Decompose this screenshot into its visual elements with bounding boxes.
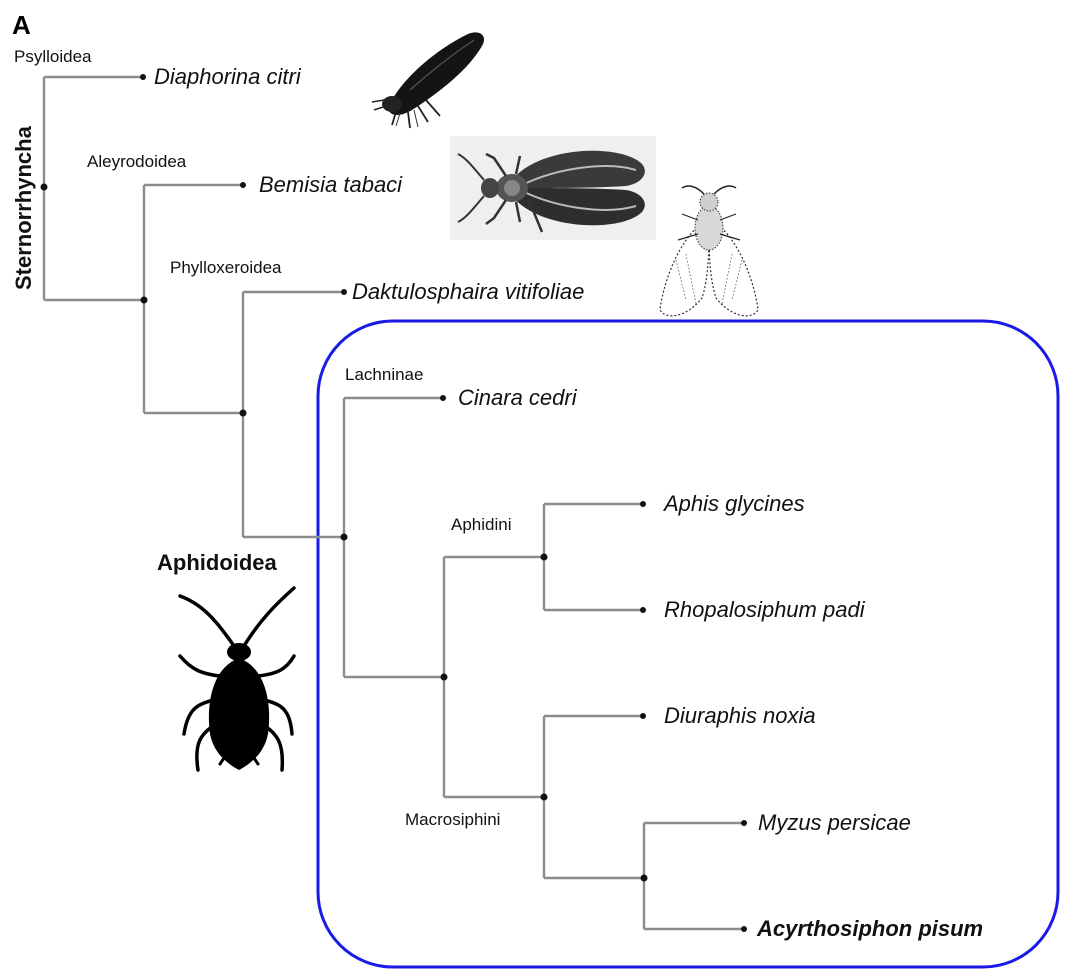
panel-label: A <box>12 10 31 40</box>
tip-acyrthosiphon <box>741 926 747 932</box>
phylloxera-icon <box>660 186 758 316</box>
clade-label-lachninae: Lachninae <box>345 365 423 384</box>
tip-aphis <box>640 501 646 507</box>
species-label-rhopalosiphum: Rhopalosiphum padi <box>664 597 866 622</box>
whitefly-icon <box>450 136 656 240</box>
psyllid-icon <box>372 32 484 128</box>
species-label-diuraphis: Diuraphis noxia <box>664 703 816 728</box>
node-aphidini <box>541 554 548 561</box>
species-label-myzus: Myzus persicae <box>758 810 911 835</box>
tip-daktulosphaira <box>341 289 347 295</box>
clade-label-aleyrodoidea: Aleyrodoidea <box>87 152 187 171</box>
species-label-daktulosphaira: Daktulosphaira vitifoliae <box>352 279 584 304</box>
aphididae-highlight-box <box>318 321 1058 967</box>
clade-label-aphidoidea: Aphidoidea <box>157 550 278 575</box>
species-label-diaphorina: Diaphorina citri <box>154 64 302 89</box>
node-macrosiphini <box>541 794 548 801</box>
tip-bemisia <box>240 182 246 188</box>
tip-diuraphis <box>640 713 646 719</box>
aphid-silhouette-icon <box>180 588 294 770</box>
species-label-cinara: Cinara cedri <box>458 385 578 410</box>
species-label-bemisia: Bemisia tabaci <box>259 172 403 197</box>
node-phylloxeroidea <box>240 410 247 417</box>
clade-label-aphidini: Aphidini <box>451 515 512 534</box>
tip-diaphorina <box>140 74 146 80</box>
tip-cinara <box>440 395 446 401</box>
clade-label-sternorrhyncha: Sternorrhyncha <box>11 125 36 290</box>
species-label-acyrthosiphon: Acyrthosiphon pisum <box>756 916 983 941</box>
node-aphidoidea <box>341 534 348 541</box>
node-myzus-acyrthosiphon <box>641 875 648 882</box>
tip-rhopalosiphum <box>640 607 646 613</box>
node-aleyrodoidea <box>141 297 148 304</box>
clade-label-macrosiphini: Macrosiphini <box>405 810 500 829</box>
species-label-aphis: Aphis glycines <box>662 491 805 516</box>
node-root <box>41 184 48 191</box>
clade-label-phylloxeroidea: Phylloxeroidea <box>170 258 282 277</box>
clade-label-psylloidea: Psylloidea <box>14 47 92 66</box>
tip-myzus <box>741 820 747 826</box>
node-aphidinae <box>441 674 448 681</box>
